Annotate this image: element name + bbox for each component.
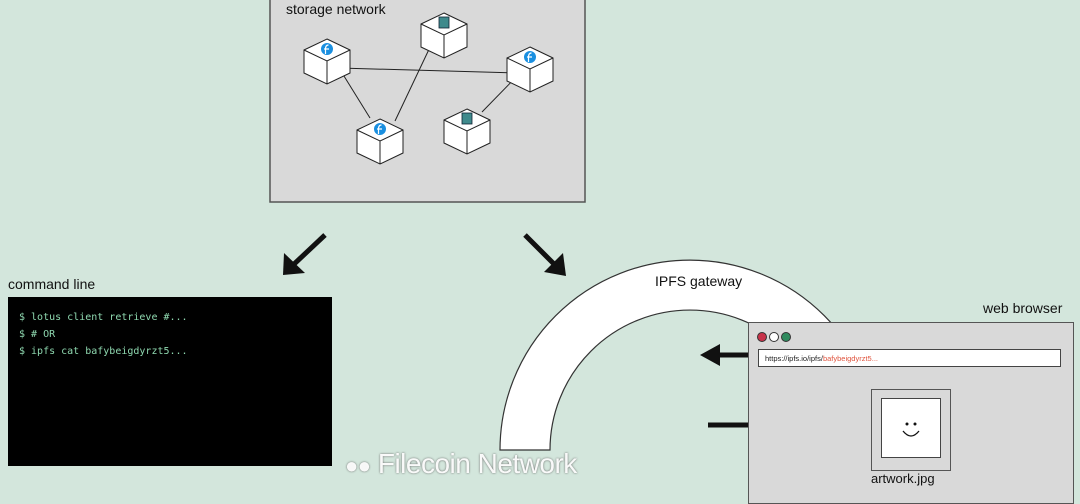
filecoin-node-cube [356,118,404,165]
terminal: $ lotus client retrieve #... $ # OR $ ip… [8,297,332,466]
smiley-icon [902,422,920,437]
maximize-dot[interactable] [781,332,791,342]
artwork-filename: artwork.jpg [871,471,935,486]
ipfs-logo-icon [461,112,473,125]
filecoin-node-cube [506,46,554,93]
ipfs-node-cube [443,108,491,155]
close-dot[interactable] [757,332,767,342]
ipfs-gateway-label: IPFS gateway [655,273,743,289]
terminal-line: $ ipfs cat bafybeigdyrzt5... [19,346,188,357]
wechat-icon: ●● [345,453,371,478]
ipfs-logo-icon [438,16,450,29]
url-prefix: https://ipfs.io/ipfs/ [765,354,823,363]
artwork-image [881,398,941,458]
image-frame [871,389,951,471]
arrow-to-gateway [523,233,566,276]
terminal-line: $ # OR [19,329,56,340]
watermark: ●● Filecoin Network [345,448,577,480]
web-browser-label: web browser [983,300,1063,316]
terminal-line: $ lotus client retrieve #... [19,312,188,323]
browser-window: https://ipfs.io/ipfs/bafybeigdyrzt5... a… [748,322,1074,504]
storage-network-label: storage network [286,1,386,17]
minimize-dot[interactable] [769,332,779,342]
ipfs-node-cube [420,12,468,59]
url-hash: bafybeigdyrzt5... [822,354,878,363]
command-line-label: command line [8,276,96,292]
watermark-text: Filecoin Network [377,448,577,479]
address-bar[interactable]: https://ipfs.io/ipfs/bafybeigdyrzt5... [758,349,1061,367]
filecoin-node-cube [303,38,351,85]
diagram-canvas [269,0,881,451]
arrow-to-command-line [283,233,327,275]
